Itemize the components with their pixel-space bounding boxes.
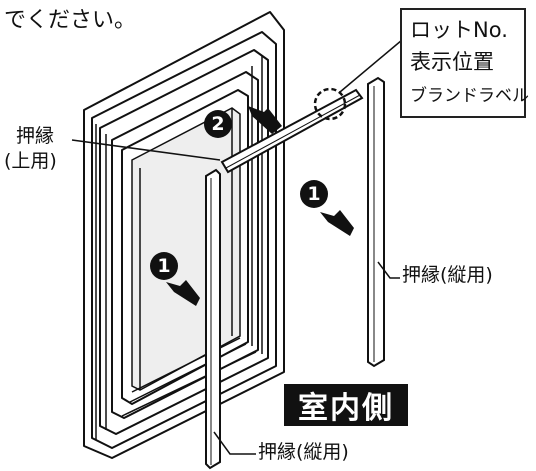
arrow-step1-right xyxy=(320,210,354,236)
label-location-marker xyxy=(313,87,347,121)
right-bead-label: 押縁(縦用) xyxy=(402,264,493,286)
step1-marker-left: 1 xyxy=(150,252,178,280)
arrow-step1-left xyxy=(166,280,200,306)
leader-bottom-bead xyxy=(213,431,256,455)
display-position-text: 表示位置 xyxy=(410,50,494,74)
lot-number-text: ロットNo. xyxy=(410,18,508,42)
bottom-bead-label: 押縁(縦用) xyxy=(258,441,349,463)
arrow-step2 xyxy=(248,106,282,134)
top-bead-label: 押縁 xyxy=(16,125,55,147)
lot-number-label-box: ロットNo. 表示位置 ブランドラベル xyxy=(400,8,529,118)
top-bead-sublabel: (上用) xyxy=(4,150,57,172)
room-side-badge: 室内側 xyxy=(284,384,408,426)
instruction-text: でください。 xyxy=(4,8,137,33)
front-glazing-bead xyxy=(205,168,221,470)
step1-marker-right: 1 xyxy=(300,180,328,208)
top-glazing-bead xyxy=(220,88,364,174)
brand-label-text: ブランドラベル xyxy=(410,86,529,106)
right-glazing-bead xyxy=(367,76,385,368)
leader-top-bead xyxy=(71,139,221,161)
step2-marker: 2 xyxy=(204,110,232,138)
leader-right-bead xyxy=(377,261,400,279)
